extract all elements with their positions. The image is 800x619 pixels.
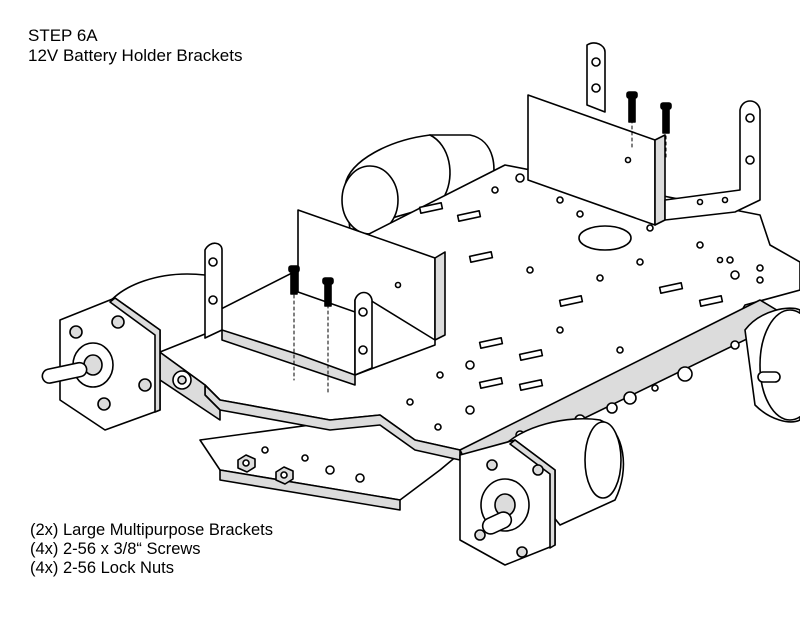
motor-front-left <box>41 273 216 431</box>
parts-list-item: (2x) Large Multipurpose Brackets <box>30 521 274 539</box>
rear-battery-bracket <box>527 42 761 226</box>
motor-rear-right <box>744 307 800 423</box>
step-title: STEP 6A <box>28 26 98 45</box>
step-subtitle: 12V Battery Holder Brackets <box>28 46 243 65</box>
front-screws <box>288 265 334 396</box>
motor-front-right <box>459 417 625 566</box>
front-battery-bracket <box>204 209 446 386</box>
rear-screws <box>626 91 672 161</box>
parts-list: (2x) Large Multipurpose Brackets (4x) 2-… <box>30 521 273 578</box>
parts-list-item: (4x) 2-56 x 3/8“ Screws <box>30 540 201 558</box>
parts-list-item: (4x) 2-56 Lock Nuts <box>30 559 174 577</box>
lock-nuts <box>237 454 294 485</box>
